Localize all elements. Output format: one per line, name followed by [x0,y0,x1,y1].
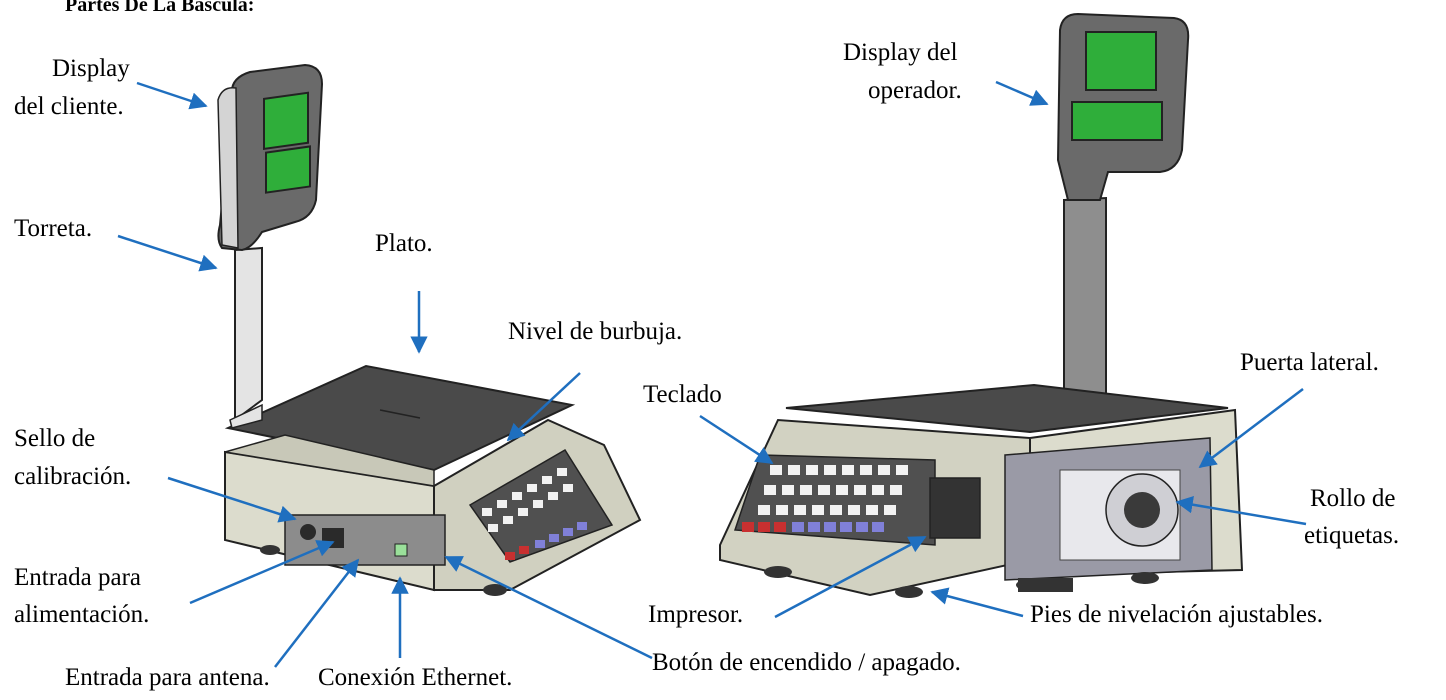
label-display-operador-2: operador. [868,77,962,104]
label-sello-1: Sello de [14,425,96,452]
arrow-alimentacion [189,540,335,605]
label-rollo-2: etiquetas. [1304,522,1400,549]
diagram-title: Partes De La Bascula: [65,0,255,16]
arrow-nivel [506,372,581,442]
label-display-cliente-2: del cliente. [14,93,124,120]
label-display-operador-1: Display del [843,39,958,66]
arrow-puerta [1198,388,1304,469]
label-pies: Pies de nivelación ajustables. [1030,601,1323,628]
label-boton: Botón de encendido / apagado. [652,649,961,676]
label-alimentacion-2: alimentación. [14,601,150,628]
label-display-cliente-1: Display [52,55,130,82]
arrow-antena [274,558,360,668]
arrow-display-cliente [136,81,208,110]
arrow-impresor [774,535,927,619]
label-ethernet: Conexión Ethernet. [318,664,513,691]
arrow-rollo [1175,496,1307,526]
arrow-pies [930,587,1024,618]
label-plato: Plato. [375,230,433,257]
label-rollo-1: Rollo de [1310,485,1396,512]
right-scale [719,12,1244,598]
arrow-torreta [117,234,218,272]
arrow-teclado [699,414,774,465]
leader-arrows [117,80,1307,668]
label-alimentacion-1: Entrada para [14,564,142,591]
arrow-sello [167,476,297,523]
label-antena: Entrada para antena. [65,664,270,691]
label-puerta-lateral: Puerta lateral. [1240,349,1379,376]
label-nivel-burbuja: Nivel de burbuja. [508,318,683,345]
label-sello-2: calibración. [14,463,132,490]
left-scale [217,63,642,596]
label-teclado: Teclado [643,381,722,408]
arrow-display-operador [995,80,1049,106]
label-torreta: Torreta. [14,215,93,242]
label-impresor: Impresor. [648,601,744,628]
arrow-boton [444,555,653,660]
